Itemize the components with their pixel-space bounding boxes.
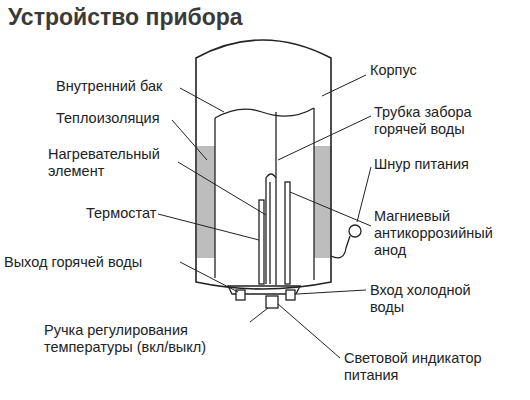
part-label: Световой индикатор питания	[344, 350, 494, 384]
diagram-title: Устройство прибора	[8, 4, 243, 31]
part-label: Выход горячей воды	[4, 254, 184, 271]
leader-lines	[158, 75, 371, 358]
part-label: Теплоизоляция	[56, 110, 176, 127]
part-label: Термостат	[86, 205, 166, 222]
part-label: Магниевый антикоррозийный анод	[374, 208, 504, 259]
part-label: Шнур питания	[374, 156, 504, 173]
part-label: Корпус	[370, 62, 470, 79]
part-label: Нагревательный элемент	[48, 146, 178, 180]
part-label: Трубка забора горячей воды	[374, 104, 524, 138]
part-label: Ручка регулирования температуры (вкл/вык…	[44, 322, 264, 356]
part-label: Вход холодной воды	[370, 282, 490, 316]
part-label: Внутренний бак	[56, 78, 180, 95]
